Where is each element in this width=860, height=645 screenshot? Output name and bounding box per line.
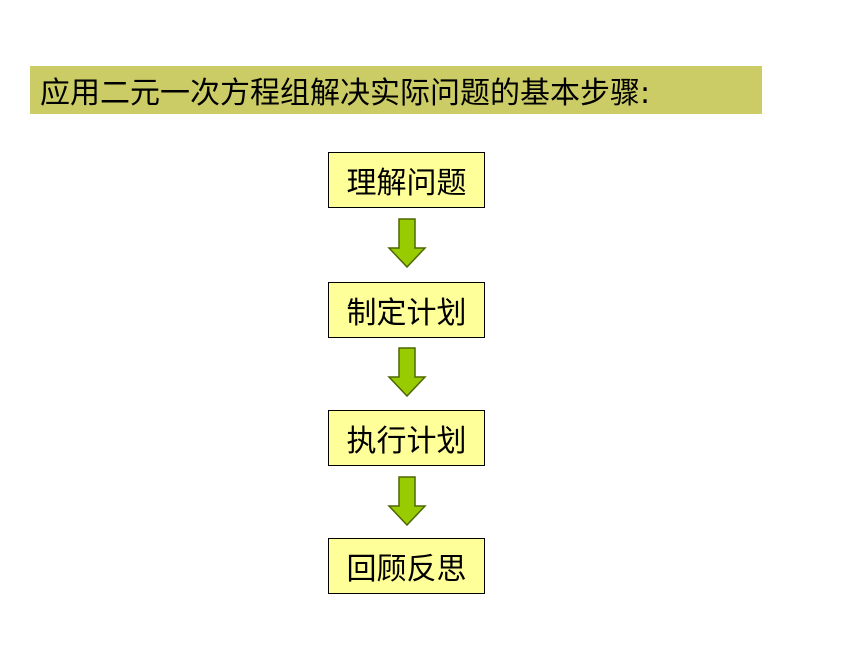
step-label: 执行计划 [346, 424, 467, 459]
step-label: 制定计划 [346, 296, 467, 331]
step-box-4: 回顾反思 [328, 538, 485, 594]
down-arrow-icon [387, 347, 427, 397]
step-label: 回顾反思 [346, 552, 467, 587]
title-bar: 应用二元一次方程组解决实际问题的基本步骤: [30, 66, 762, 114]
step-box-3: 执行计划 [328, 410, 485, 466]
step-box-1: 理解问题 [328, 152, 485, 208]
down-arrow-icon [387, 476, 427, 526]
page-title: 应用二元一次方程组解决实际问题的基本步骤: [40, 76, 651, 111]
step-label: 理解问题 [346, 166, 467, 201]
step-box-2: 制定计划 [328, 282, 485, 338]
down-arrow-icon [387, 218, 427, 268]
